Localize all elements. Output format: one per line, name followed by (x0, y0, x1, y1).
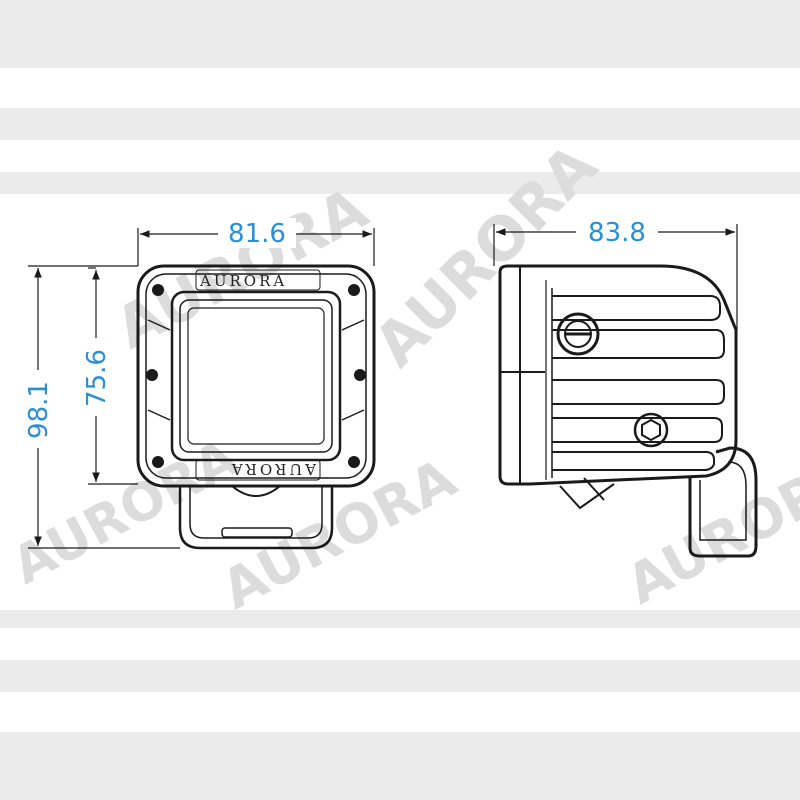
screw-icon (354, 369, 366, 381)
cooling-fin (552, 379, 725, 405)
front-housing-outer (136, 264, 376, 488)
background-band (0, 172, 800, 194)
screw-icon (152, 284, 164, 296)
watermark-text: AURORA (361, 130, 611, 380)
background-band (0, 610, 800, 628)
side-housing (498, 264, 738, 486)
front-housing-inner (145, 273, 367, 479)
screw-icon (152, 456, 164, 468)
cooling-fin (552, 329, 725, 359)
cooling-fin (552, 295, 721, 321)
watermark-text: AURORA (3, 428, 248, 596)
screw-icon (348, 284, 360, 296)
background-band (0, 0, 800, 68)
bolt-icon (633, 412, 669, 448)
front-lens (187, 307, 325, 445)
dimension-housing-height-label: 75.6 (82, 349, 112, 407)
background-band (0, 732, 800, 800)
watermark-text: AURORA (617, 441, 800, 616)
dimension-total-height-label: 98.1 (24, 381, 54, 439)
side-bracket (688, 446, 758, 558)
front-view (136, 264, 376, 550)
screw-icon (348, 456, 360, 468)
side-view (498, 264, 758, 558)
front-bracket (178, 486, 334, 550)
logo-text-top: AURORA (199, 272, 287, 290)
background-band (0, 660, 800, 692)
bracket-slot (221, 527, 293, 538)
front-bezel-inner (179, 299, 333, 453)
screw-icon (146, 369, 158, 381)
dimension-depth-label: 83.8 (588, 218, 646, 248)
adjust-knob-icon (556, 312, 600, 356)
background-band (0, 108, 800, 140)
dimension-width-label: 81.6 (228, 219, 286, 249)
cooling-fin (552, 417, 723, 443)
logo-text-bottom: AURORA (229, 460, 317, 478)
